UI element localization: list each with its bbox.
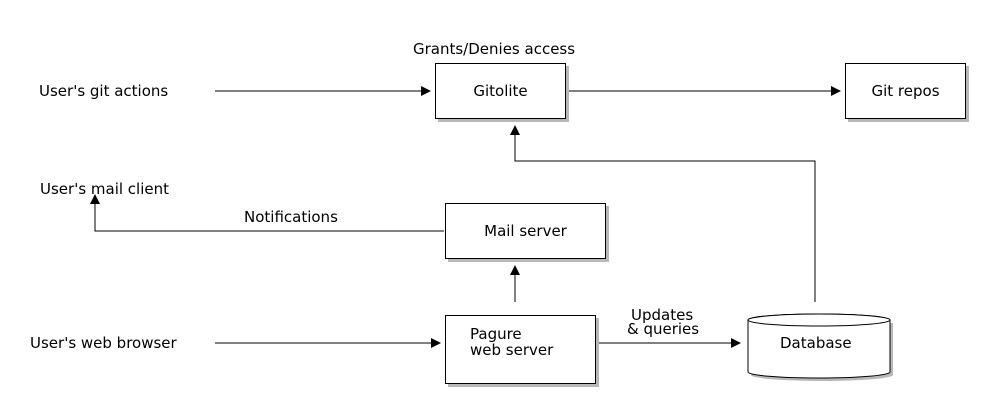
node-pagure-label-line1: Pagure (470, 325, 522, 343)
edge-label-queries: & queries (627, 320, 700, 338)
edge-database-to-gitolite (510, 125, 816, 302)
actor-git-actions: User's git actions (39, 82, 169, 100)
edge-mail-server-to-mail-client (90, 194, 444, 232)
node-mail-server: Mail server (445, 203, 606, 259)
node-gitolite-label: Gitolite (473, 82, 528, 100)
database-cylinder-shape (747, 313, 893, 381)
node-pagure-web-server: Pagure web server (445, 315, 596, 384)
node-git-repos: Git repos (845, 63, 966, 119)
node-database-label: Database (780, 334, 852, 352)
edge-label-notifications: Notifications (244, 208, 338, 226)
node-pagure-label-line2: web server (470, 341, 554, 359)
actor-web-browser: User's web browser (30, 334, 177, 352)
node-git-repos-label: Git repos (871, 82, 940, 100)
edge-label-grants: Grants/Denies access (413, 40, 576, 58)
node-gitolite: Gitolite (435, 63, 566, 119)
actor-mail-client: User's mail client (40, 180, 170, 198)
node-database: Database (744, 310, 899, 392)
node-mail-server-label: Mail server (484, 222, 567, 240)
edge-label-updates: Updates (631, 306, 694, 324)
